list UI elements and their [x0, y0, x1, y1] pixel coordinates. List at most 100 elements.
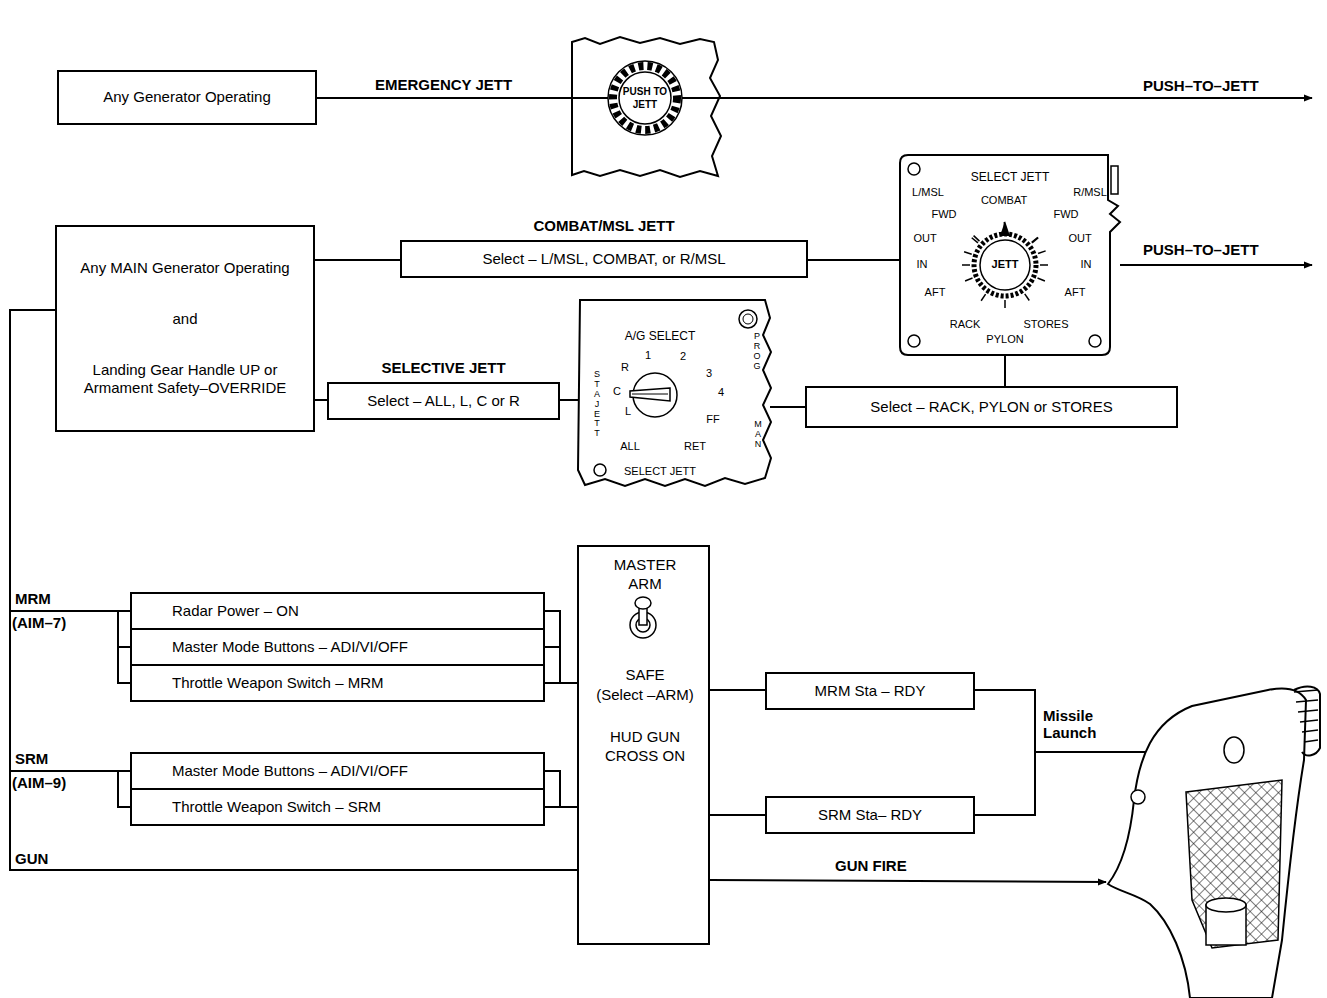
box-heading: SELECTIVE JETT [381, 359, 505, 378]
selector-tick [1032, 237, 1038, 242]
wire [10, 310, 577, 870]
thread-stroke [1302, 730, 1318, 732]
selector-tick [981, 294, 985, 301]
selector-tick [964, 252, 972, 254]
node-text: SELECT JETT [971, 170, 1049, 185]
weapon-label: GUN [15, 850, 48, 867]
wire [545, 771, 577, 807]
selector-tick [1032, 238, 1038, 243]
condition-box: Radar Power – ON [130, 592, 545, 630]
wire [770, 406, 805, 408]
panel-tab [1111, 166, 1118, 194]
wire [317, 97, 570, 99]
condition-box: Master Mode Buttons – ADI/VI/OFF [130, 752, 545, 790]
jett-knob [980, 240, 1030, 290]
node-text: SRM Sta– RDY [818, 806, 922, 825]
thread-stroke [1304, 740, 1318, 742]
ag-select-panel [578, 300, 771, 486]
node-text: C [613, 385, 621, 399]
wire [710, 689, 765, 691]
node-text: FWD [931, 208, 956, 222]
node-text: OUT [913, 232, 936, 246]
node-text: SELECT JETT [624, 465, 696, 479]
thread-stroke [1294, 690, 1318, 692]
grip-threads [1294, 687, 1320, 756]
node-text: HUD GUN CROSS ON [600, 728, 690, 766]
grip-head [1294, 687, 1320, 756]
node-text: Select – L/MSL, COMBAT, or R/MSL [482, 250, 725, 269]
jett-wire [570, 97, 609, 99]
thread-stroke [1296, 700, 1318, 702]
weapon-label: SRM [15, 750, 48, 767]
node-text: Any Generator Operating [103, 88, 271, 107]
panel-screw [743, 314, 753, 324]
wire [545, 682, 577, 684]
node-text: Throttle Weapon Switch – MRM [172, 674, 383, 693]
wire [545, 806, 577, 808]
node-text: Radar Power – ON [172, 602, 299, 621]
stick-grip [1108, 688, 1306, 998]
node-text: MASTER ARM [605, 556, 685, 594]
node-text: ALL [620, 440, 640, 454]
panel-screw [739, 310, 757, 328]
node-text: IN [1081, 258, 1092, 272]
node-text: R/MSL [1073, 186, 1107, 200]
selector-tick [1025, 294, 1030, 301]
condition-box: Master Mode Buttons – ADI/VI/OFF [130, 628, 545, 666]
panel-screw [594, 464, 606, 476]
select-jett-panel: SELECT JETTL/MSLCOMBATR/MSLFWDFWDOUTOUTI… [900, 155, 1118, 355]
node-text: Select – ALL, L, C or R [367, 392, 520, 411]
node-text: Master Mode Buttons – ADI/VI/OFF [172, 762, 408, 781]
node-text: (Select –ARM) [585, 686, 705, 705]
node-text: RET [684, 440, 706, 454]
weapon-label: MRM [15, 590, 51, 607]
node-text: PROG [753, 332, 762, 372]
node-text: Any MAIN Generator Operating [80, 259, 289, 278]
wire [315, 259, 400, 261]
button-stripes [613, 66, 677, 130]
selector-tick [962, 264, 970, 266]
signal-label: GUN FIRE [835, 857, 907, 874]
node-text: MAN [754, 420, 763, 450]
selector-tick [1037, 278, 1044, 281]
selector-tick [1004, 300, 1006, 308]
node-text: R [621, 361, 629, 375]
node-text: FF [706, 413, 719, 427]
ag-select-panel: A/G SELECTRCLALL1234FFRETSTA JETTPROGMAN… [578, 300, 770, 485]
push-to-jett-arrow [1120, 264, 1312, 266]
node-text: STORES [1023, 318, 1068, 332]
button-guard-ring [608, 61, 682, 135]
node-text: AFT [1065, 286, 1086, 300]
status-box: MRM Sta – RDY [765, 672, 975, 710]
selector-tick [965, 278, 972, 281]
node-text: Throttle Weapon Switch – SRM [172, 798, 381, 817]
thread-stroke [1300, 720, 1318, 722]
node-text: PYLON [986, 333, 1023, 347]
emergency-jett-panel: PUSH TO JETT [570, 40, 720, 175]
knob-pointer [1000, 221, 1010, 236]
thread-stroke [1298, 710, 1318, 712]
node-text: JETT [992, 258, 1019, 272]
grip-lever [1206, 898, 1246, 912]
selector-tick [1038, 251, 1046, 254]
master-arm-box: MASTER ARM SAFE(Select –ARM) HUD GUN CROSS… [577, 545, 710, 945]
node-text: MRM Sta – RDY [815, 682, 926, 701]
wire [10, 310, 130, 611]
wire [545, 611, 577, 683]
ag-knob-pointer [630, 388, 670, 401]
node-text: 1 [645, 349, 651, 363]
action-label: PUSH–TO–JETT [1143, 241, 1259, 258]
node-text: RACK [950, 318, 981, 332]
node-text: L/MSL [912, 186, 944, 200]
wire [560, 399, 578, 401]
node-text: Master Mode Buttons – ADI/VI/OFF [172, 638, 408, 657]
wire [10, 310, 130, 771]
node-text: IN [917, 258, 928, 272]
node-text: SAFE [625, 666, 664, 685]
ag-knob-pointer [632, 394, 668, 395]
box-heading: COMBAT/MSL JETT [533, 217, 674, 236]
gun-fire-arrow [710, 880, 1106, 882]
wire [710, 814, 765, 816]
